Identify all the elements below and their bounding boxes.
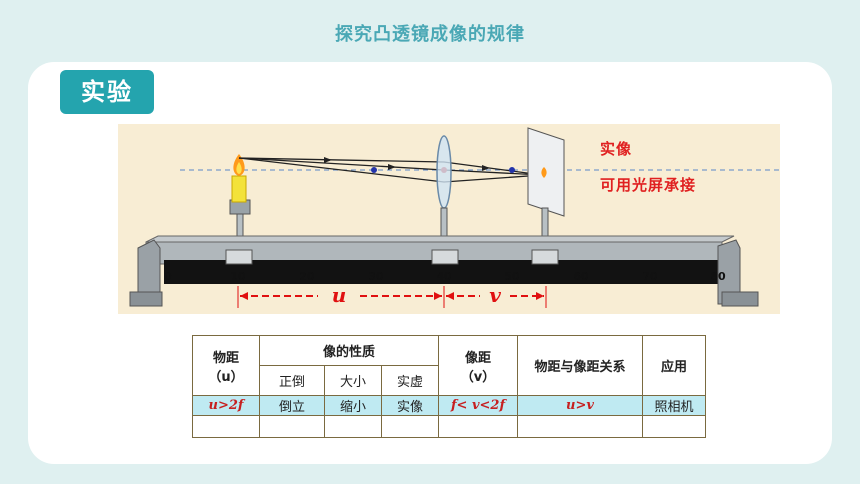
cell-type: 实像: [381, 395, 439, 416]
image-properties-table: 物距 （u） 像的性质 像距 （v） 物距与像距关系 应用 正倒 大小 实虚 u…: [192, 335, 706, 438]
screen-slider: [531, 249, 559, 265]
tick-label: 50: [504, 270, 520, 283]
header-relation: 物距与像距关系: [517, 335, 643, 396]
cell-u: u>2f: [192, 395, 260, 416]
cell-v: f< v<2f: [438, 395, 518, 416]
arrow-right-icon: [434, 292, 442, 300]
arrow-right-icon: [536, 292, 544, 300]
header-image-nature: 像的性质: [259, 335, 439, 366]
experiment-badge: 实验: [60, 70, 154, 114]
header-image-distance: 像距 （v）: [438, 335, 518, 396]
bench-svg: 0 10 20 30 40 50 60 70 80 u v: [129, 127, 780, 308]
ray-arrow-icon: [482, 165, 490, 171]
focal-point-right: [509, 167, 515, 173]
header-real-virtual: 实虚: [381, 365, 439, 396]
convex-lens: [436, 135, 452, 209]
focal-point-left: [371, 167, 377, 173]
real-image-label: 实像: [600, 140, 633, 158]
table-row: u>2f 倒立 缩小 实像 f< v<2f u>v 照相机: [192, 395, 706, 416]
tick-label: 20: [299, 270, 315, 283]
ray-arrow-icon: [388, 164, 396, 170]
tick-label: 80: [710, 270, 726, 283]
header-object-distance: 物距 （u）: [192, 335, 260, 396]
cell-application: 照相机: [642, 395, 706, 416]
arrow-left-icon: [446, 292, 454, 300]
candle-slider: [225, 249, 253, 265]
cell-orientation: 倒立: [259, 395, 325, 416]
u-label: u: [332, 283, 347, 307]
image-flame-icon: [541, 167, 547, 178]
cell-size: 缩小: [324, 395, 382, 416]
header-application: 应用: [642, 335, 706, 396]
optical-bench-diagram: 0 10 20 30 40 50 60 70 80 u v 实像 可用光屏承接: [118, 124, 780, 314]
cell-relation: u>v: [517, 395, 643, 416]
v-label: v: [489, 283, 501, 307]
header-size: 大小: [324, 365, 382, 396]
bench-foot-right: [717, 239, 741, 305]
arrow-left-icon: [240, 292, 248, 300]
screen-label: 可用光屏承接: [600, 176, 697, 194]
tick-label: 0: [164, 270, 172, 283]
page-title: 探究凸透镜成像的规律: [335, 24, 525, 45]
tick-label: 10: [230, 270, 246, 283]
tick-label: 70: [642, 270, 658, 283]
lens-slider: [431, 249, 459, 265]
tick-label: 40: [436, 270, 452, 283]
tick-label: 60: [573, 270, 589, 283]
ray-arrow-icon: [324, 157, 332, 163]
candle: [231, 175, 247, 203]
header-orientation: 正倒: [259, 365, 325, 396]
tick-label: 30: [368, 270, 384, 283]
table-row: [192, 415, 706, 438]
